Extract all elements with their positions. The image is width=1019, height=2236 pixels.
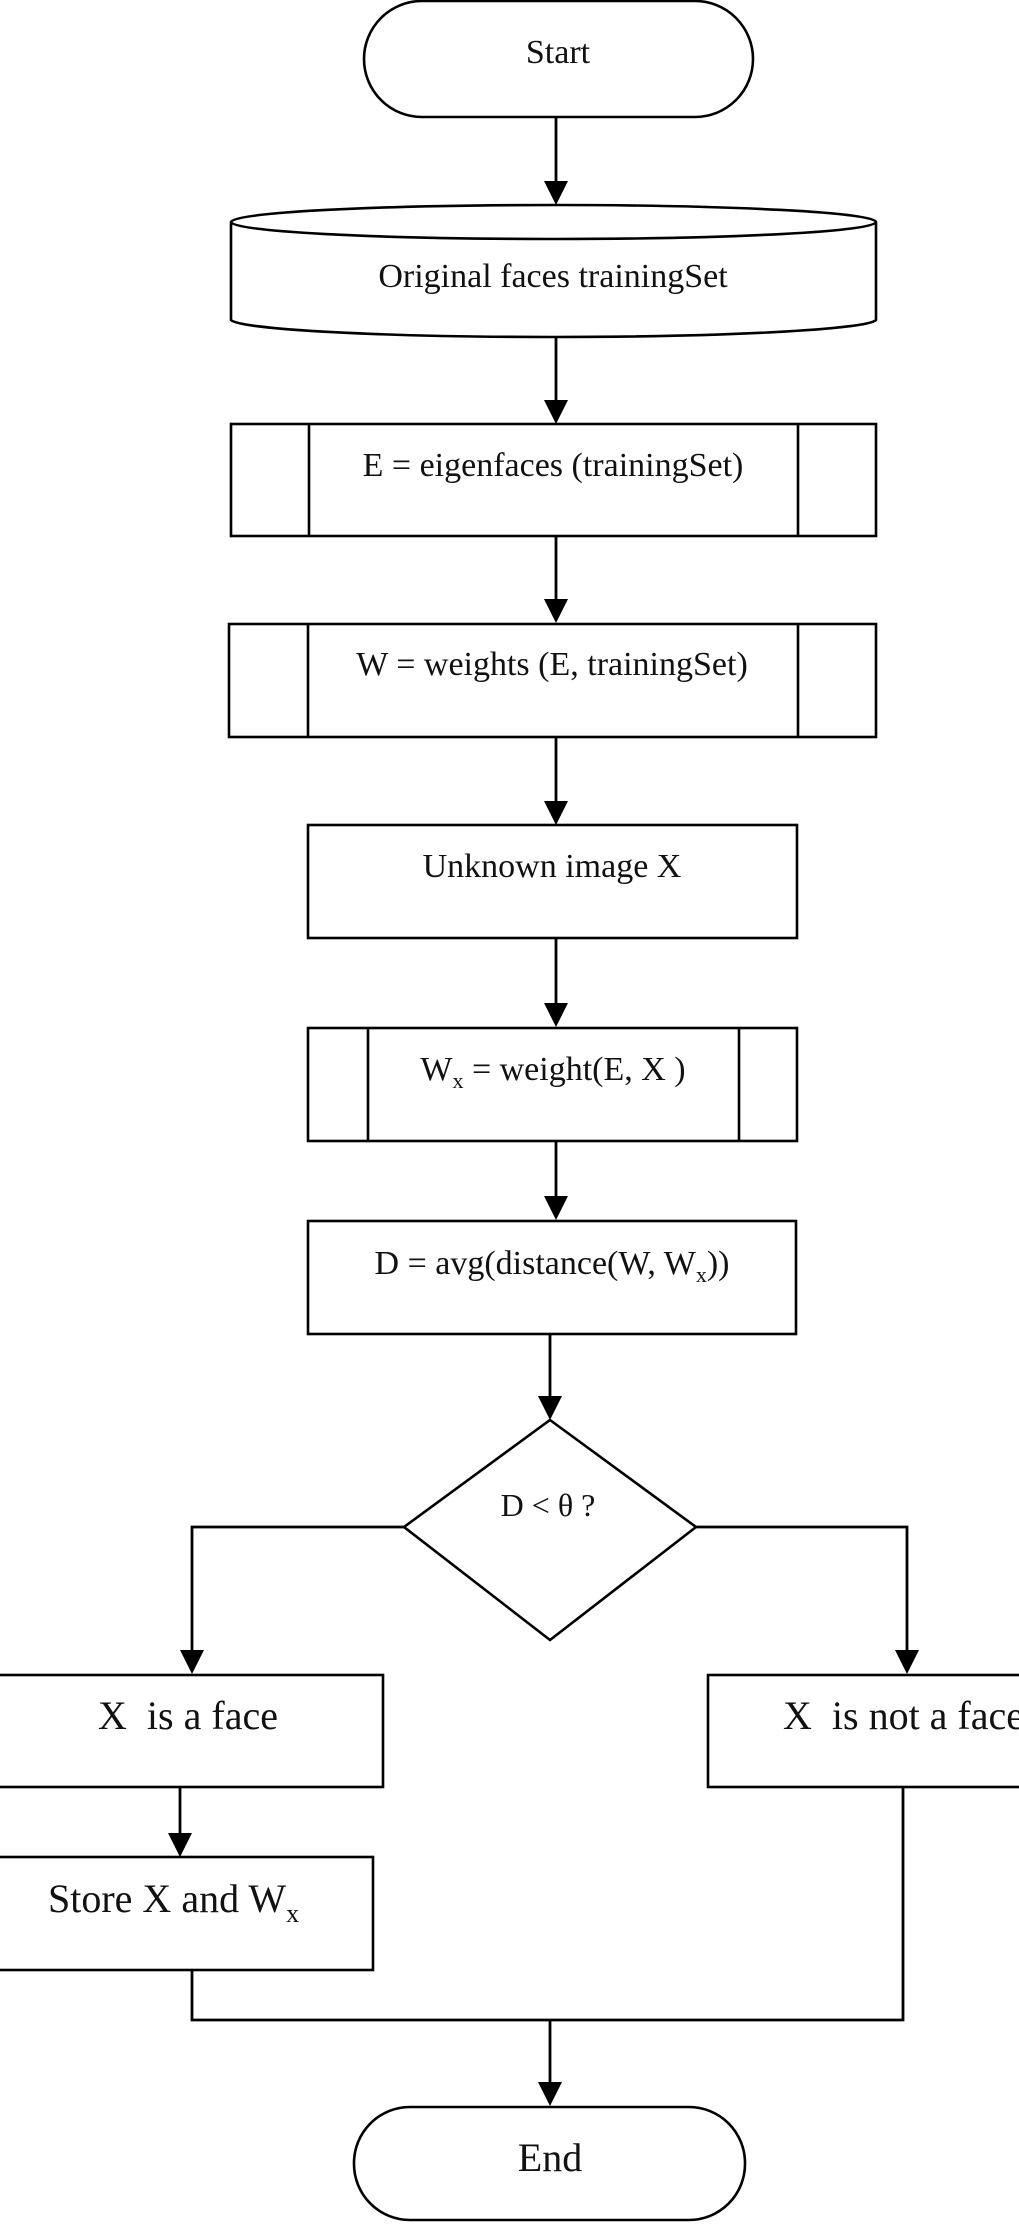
edge-decision-to-not-face [696, 1525, 919, 1674]
weights-label: W = weights (E, trainingSet) [356, 646, 748, 683]
edge-unknown-image-to-weight-x [544, 938, 568, 1027]
store-label: Store X and Wx [48, 1876, 299, 1928]
weights-process: W = weights (E, trainingSet) [227, 622, 878, 739]
edge-weight-x-to-distance [544, 1141, 568, 1220]
unknown-image-label: Unknown image X [423, 848, 682, 885]
training-set-datastore: Original faces trainingSet [229, 203, 878, 339]
distance-process: D = avg(distance(W, Wx)) [306, 1219, 798, 1336]
weight-x-label: Wx = weight(E, X ) [420, 1051, 685, 1093]
edge-weights-to-unknown-image [544, 737, 568, 825]
edge-training-set-to-eigenfaces [544, 338, 568, 424]
distance-label: D = avg(distance(W, Wx)) [375, 1245, 730, 1287]
end-terminator: End [352, 2105, 747, 2222]
edge-distance-to-decision [538, 1334, 562, 1420]
training-set-label: Original faces trainingSet [378, 258, 728, 295]
edge-decision-to-is-face [180, 1525, 404, 1674]
decision-diamond: D < θ ? [401, 1418, 699, 1642]
is-face-process: X is a face [0, 1673, 385, 1789]
store-process: Store X and Wx [0, 1855, 375, 1972]
connectors [168, 117, 919, 2106]
edge-eigenfaces-to-weights [544, 536, 568, 623]
decision-label: D < θ ? [501, 1487, 596, 1523]
is-face-label: X is a face [98, 1693, 278, 1738]
unknown-image-process: Unknown image X [306, 823, 799, 940]
edge-start-to-training-set [544, 117, 568, 205]
edge-is-face-to-store [168, 1787, 192, 1857]
not-face-label: X is not a face [783, 1693, 1019, 1738]
not-face-process: X is not a face [706, 1673, 1019, 1789]
eigenfaces-label: E = eigenfaces (trainingSet) [363, 447, 744, 484]
start-label: Start [526, 34, 591, 71]
end-label: End [518, 2135, 582, 2180]
start-terminator: Start [362, 0, 755, 119]
edge-branches-merge-to-end [190, 1787, 905, 2106]
weight-x-process: Wx = weight(E, X ) [306, 1026, 799, 1143]
eigenfaces-process: E = eigenfaces (trainingSet) [229, 422, 878, 538]
